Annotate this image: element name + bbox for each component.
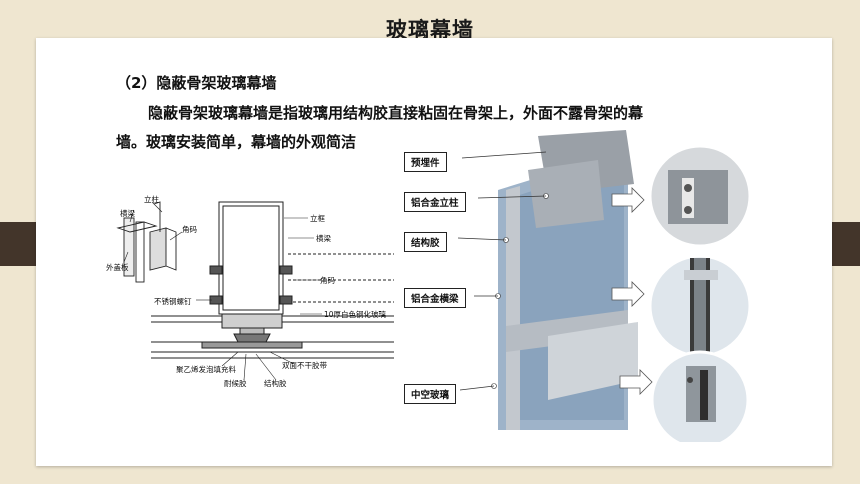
label-tape: 双面不干胶带 — [282, 360, 327, 370]
label-foam: 聚乙烯发泡填充料 — [176, 364, 236, 374]
curtain-wall-svg — [457, 130, 752, 450]
curtain-wall-illustration — [398, 130, 754, 450]
label-lizhu: 立柱 — [144, 194, 159, 204]
description-paragraph: 隐蔽骨架玻璃幕墙是指玻璃用结构胶直接粘固在骨架上，外面不露骨架的幕 墙。玻璃安装… — [116, 99, 756, 151]
callout-insulated-glass: 中空玻璃 — [404, 384, 457, 404]
label-weather: 耐候胶 — [224, 378, 247, 388]
label-glass: 10厚白色钢化玻璃 — [324, 309, 387, 319]
callout-al-column: 铝合金立柱 — [404, 192, 466, 212]
callout-embedded: 预埋件 — [404, 152, 447, 172]
label-jiaoma2: 角码 — [320, 275, 335, 285]
section-drawing-svg: 立柱 横梁 外盖板 角码 立框 横梁 角码 不锈钢螺钉 10厚白色钢化玻璃 聚乙… — [106, 194, 394, 388]
callout-al-beam: 铝合金横梁 — [404, 288, 466, 308]
label-hengliang: 横梁 — [120, 208, 135, 218]
label-jiaoma: 角码 — [182, 224, 197, 234]
label-waigaiban: 外盖板 — [106, 262, 129, 272]
paragraph-line-2: 墙。玻璃安装简单，幕墙的外观简洁 — [116, 133, 357, 151]
label-structural: 结构胶 — [264, 378, 287, 388]
section-drawing: 立柱 横梁 外盖板 角码 立框 横梁 角码 不锈钢螺钉 10厚白色钢化玻璃 聚乙… — [104, 192, 394, 392]
section-heading: （2）隐蔽骨架玻璃幕墙 — [116, 74, 277, 92]
callout-structural-glue: 结构胶 — [404, 232, 447, 252]
label-lizhu2: 立框 — [310, 213, 325, 223]
paragraph-line-1: 隐蔽骨架玻璃幕墙是指玻璃用结构胶直接粘固在骨架上，外面不露骨架的幕 — [148, 104, 644, 122]
label-buxiugang: 不锈钢螺钉 — [154, 296, 192, 306]
label-hengliang2: 横梁 — [316, 233, 331, 243]
